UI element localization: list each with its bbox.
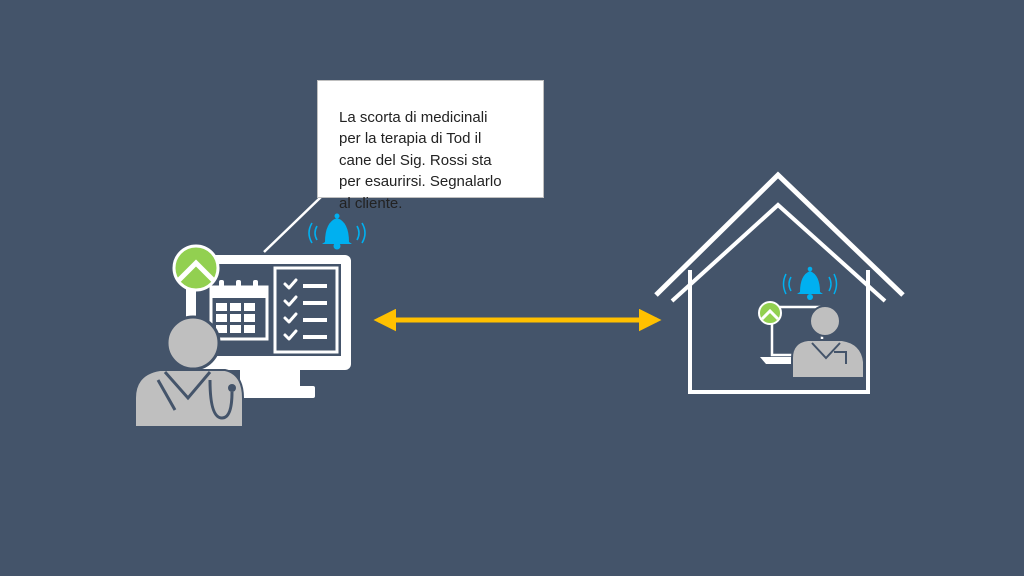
- checklist-icon: [273, 266, 339, 354]
- doctor-icon: [134, 315, 244, 428]
- app-logo-icon: [172, 244, 220, 292]
- bell-icon: [308, 213, 366, 250]
- callout-box: La scorta di medicinali per la terapia d…: [317, 80, 544, 212]
- app-logo-icon: [758, 301, 782, 325]
- bell-icon: [782, 266, 838, 300]
- callout-pointer-line: [263, 195, 323, 253]
- house-icon: [654, 171, 905, 394]
- callout-text: La scorta di medicinali per la terapia d…: [339, 108, 502, 212]
- calendar-icon: [209, 280, 269, 341]
- person-icon: [791, 305, 865, 379]
